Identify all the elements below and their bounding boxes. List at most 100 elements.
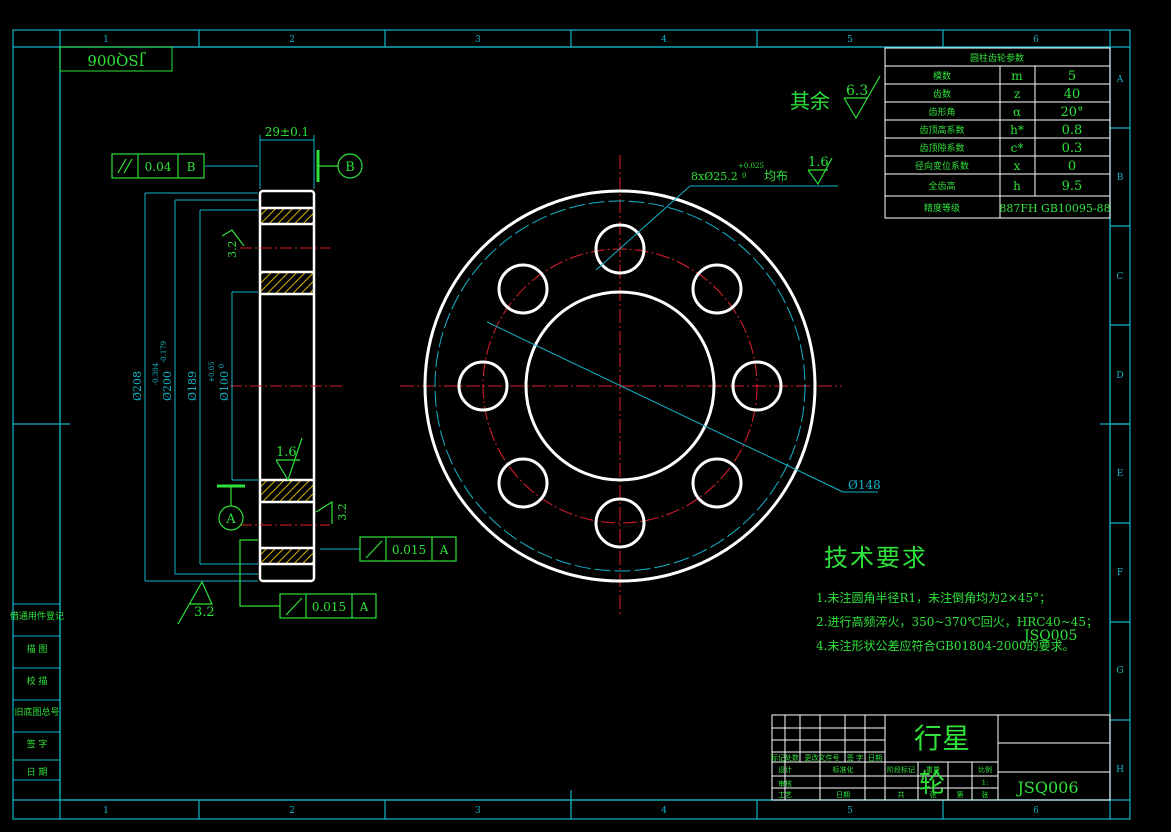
hole-leader <box>595 185 691 271</box>
row-label-c: C <box>1117 272 1124 282</box>
diameter-200: Ø200 <box>161 371 174 401</box>
part-name-line1: 行星 <box>914 722 970 755</box>
gear-param-symbol: x <box>1014 159 1021 173</box>
roughness-symbol-icon <box>177 580 213 625</box>
datum-b-label: B <box>345 160 355 175</box>
bolt-hole <box>731 360 783 412</box>
col-label-bottom-6: 6 <box>1033 806 1039 816</box>
technical-requirements: 技术要求 1.未注圆角半径R1，未注倒角均为2×45°； 2.进行高频淬火，35… <box>816 544 1098 653</box>
roughness-rest-label: 其余 <box>790 89 830 113</box>
bolt-hole <box>497 457 549 509</box>
left-strip-label: 描 图 <box>27 643 48 655</box>
row-label-a: A <box>1116 75 1124 85</box>
gear-param-value: 0.3 <box>1062 141 1083 156</box>
part-name-line2: 轮 <box>919 769 945 799</box>
left-strip-table <box>12 603 61 781</box>
parallelism-frame <box>111 153 205 179</box>
diameter-100: Ø100 <box>218 371 231 401</box>
diameter-189: Ø189 <box>186 371 199 401</box>
gear-param-value: 20° <box>1060 105 1083 120</box>
gear-parameter-table <box>884 47 1111 219</box>
datum-b-circle <box>337 153 363 179</box>
gear-param-value: 5 <box>1068 69 1076 84</box>
row-label-f: F <box>1117 568 1123 578</box>
hole-tol-lower: 0 <box>742 172 746 180</box>
gear-table-title: 圆柱齿轮参数 <box>970 52 1024 64</box>
tech-req-title: 技术要求 <box>824 544 928 572</box>
parallel-icon <box>117 158 127 174</box>
diameter-200-tol-upper: -0.304 <box>152 362 160 385</box>
bolt-hole <box>497 263 549 315</box>
runout-right-datum: A <box>439 543 449 557</box>
gear-param-value: 887FH GB10095-88 <box>999 202 1110 215</box>
col-label-bottom-5: 5 <box>847 806 853 816</box>
front-view: 8xØ25.2 +0.025 0 均布 1.6 Ø148 <box>400 155 881 615</box>
gear-param-symbol: z <box>1014 87 1020 101</box>
title-block-label: 重量 <box>926 766 940 774</box>
title-block <box>771 714 1111 801</box>
title-block-label: 第 <box>957 790 964 799</box>
diameter-200-tol-lower: -0.179 <box>160 341 168 363</box>
drawing-number: JSQ006 <box>1015 778 1078 797</box>
roughness-right-value: 3.2 <box>336 503 349 521</box>
row-label-e: E <box>1117 469 1124 479</box>
gear-param-name: 全齿高 <box>928 180 955 192</box>
title-block-label: 设计 <box>778 765 792 774</box>
tech-req-item: 1.未注圆角半径R1，未注倒角均为2×45°； <box>816 590 1051 605</box>
col-label-bottom-3: 3 <box>475 806 481 816</box>
drawing-number-box-rotated: JSQ006 <box>59 46 173 72</box>
title-block-label: 日期 <box>836 791 850 799</box>
gear-param-symbol: α <box>1013 105 1021 119</box>
roughness-rest-value: 6.3 <box>846 83 868 99</box>
col-label-top-5: 5 <box>847 35 853 45</box>
tech-req-item: 2.进行高频淬火，350~370℃回火，HRC40~45； <box>816 614 1098 629</box>
roughness-center-value: 1.6 <box>276 445 297 460</box>
left-strip-label: 日 期 <box>27 767 48 778</box>
bolt-hole <box>594 223 646 275</box>
col-label-top-1: 1 <box>103 35 109 45</box>
runout-arrow-icon <box>365 540 383 559</box>
col-label-top-6: 6 <box>1033 35 1039 45</box>
diameter-208: Ø208 <box>131 371 144 401</box>
section-view: 29±0.1 0.04 B B A 0.015 A 0.015 A 3.2 1.… <box>111 125 457 625</box>
roughness-symbol-icon <box>315 500 333 524</box>
title-block-label: 标记 <box>771 753 785 762</box>
runout-right-tolerance: 0.015 <box>392 543 426 557</box>
title-block-label: 日期 <box>868 754 882 762</box>
col-label-top-4: 4 <box>661 35 667 45</box>
watermark-code: JSQ005 <box>1022 628 1077 644</box>
gear-param-value: 0.8 <box>1062 123 1083 138</box>
inner-bore <box>524 290 716 482</box>
left-strip-label: 签 字 <box>27 738 48 750</box>
drawing-number-rotated: JSQ006 <box>87 51 146 69</box>
bolt-hole <box>691 457 743 509</box>
gear-param-name: 齿数 <box>933 88 951 100</box>
gear-param-name: 齿形角 <box>928 106 955 118</box>
gear-param-name: 齿顶隙系数 <box>919 142 964 154</box>
roughness-symbol-icon <box>807 157 833 186</box>
runout-arrow-icon <box>285 597 303 616</box>
col-label-top-2: 2 <box>289 35 295 45</box>
left-strip-label: 旧底图总号 <box>14 706 59 718</box>
title-block-label: 审核 <box>778 779 792 788</box>
title-block-value: 1: <box>982 779 989 787</box>
title-block-label: 阶段标记 <box>887 765 915 774</box>
col-label-top-3: 3 <box>475 35 481 45</box>
left-strip-label: 校 描 <box>27 675 48 687</box>
left-strip-label: 借通用件登记 <box>10 610 64 622</box>
row-label-g: G <box>1116 666 1123 676</box>
gear-param-symbol: h* <box>1010 123 1024 137</box>
datum-a-label: A <box>225 512 236 527</box>
gear-param-name: 径向变位系数 <box>915 160 969 172</box>
bolt-hole <box>594 497 646 549</box>
col-label-bottom-1: 1 <box>103 806 109 816</box>
outer-circle <box>423 189 817 583</box>
pitch-diameter-label: Ø148 <box>848 478 881 492</box>
title-block-label: 共 <box>898 790 905 799</box>
row-label-b: B <box>1117 173 1124 183</box>
parallelism-datum: B <box>187 160 196 174</box>
hole-roughness: 1.6 <box>808 155 829 170</box>
gear-param-name: 模数 <box>933 70 951 82</box>
roughness-symbol-icon <box>843 75 881 120</box>
tech-req-item: 4.未注形状公差应符合GB01804-2000的要求。 <box>816 638 1075 653</box>
